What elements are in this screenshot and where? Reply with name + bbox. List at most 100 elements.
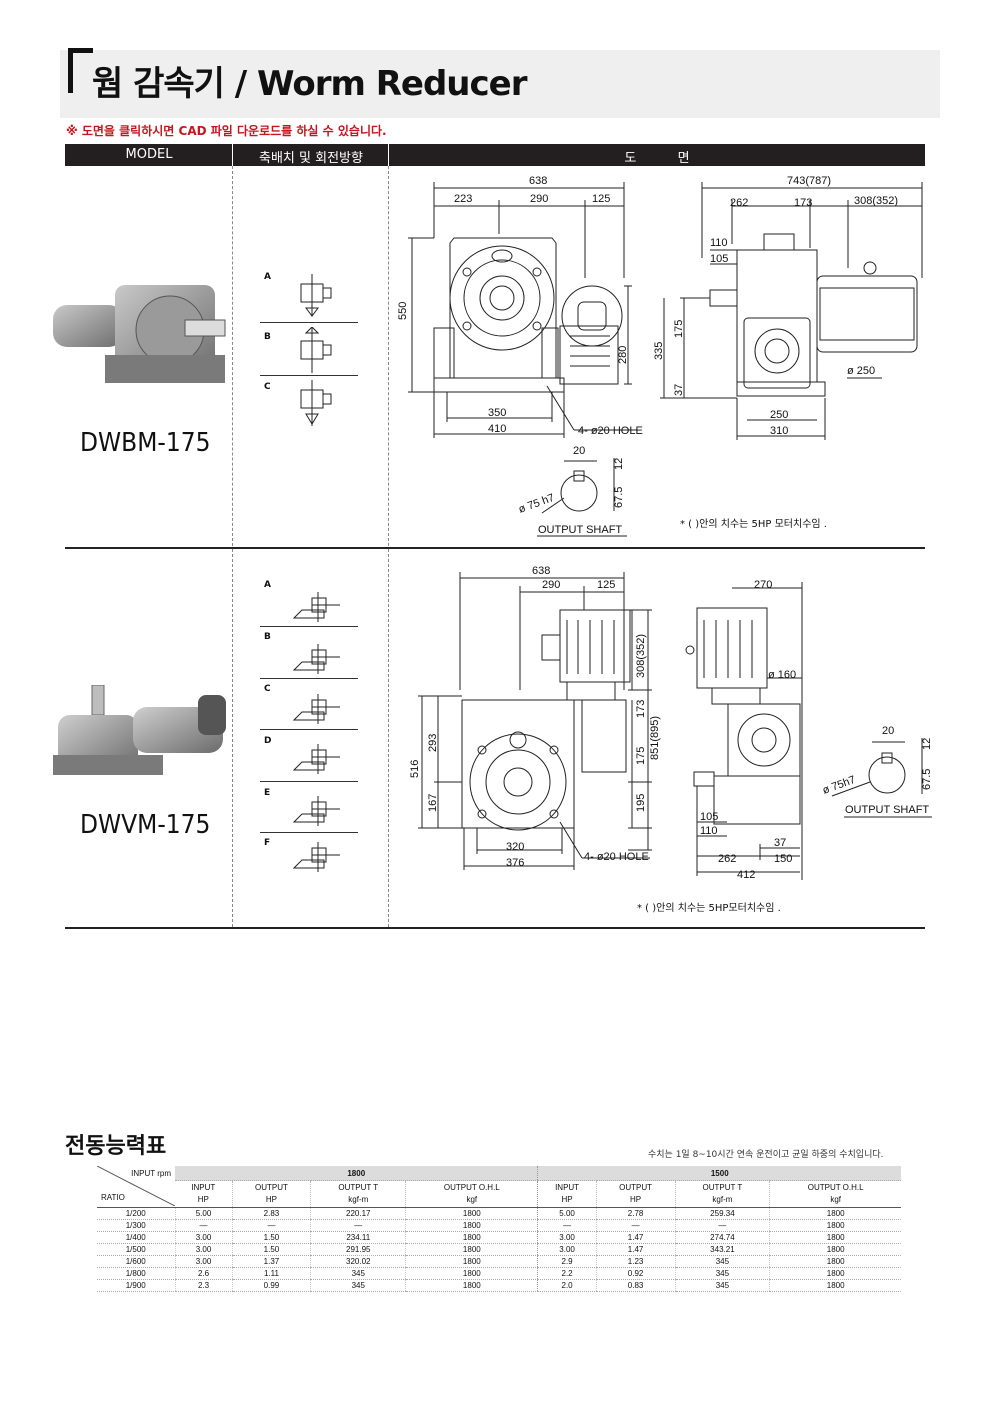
header-corner-mark bbox=[68, 48, 93, 93]
dim-text: 262 bbox=[730, 197, 748, 209]
value-cell: 0.83 bbox=[595, 1279, 676, 1292]
cad-download-notice[interactable]: ※ 도면을 클릭하시면 CAD 파일 다운로드를 하실 수 있습니다. bbox=[66, 124, 387, 138]
corner-cell: INPUT rpm RATIO bbox=[97, 1166, 175, 1208]
dwbm-175-photo[interactable] bbox=[45, 265, 230, 400]
dimension-note: * ( )안의 치수는 5HP모터치수임 . bbox=[637, 903, 781, 914]
rpm-header: 1800 bbox=[175, 1166, 538, 1181]
dwvm-175-drawing[interactable]: 638 290 125 308(352) 173 851(895) 175 19… bbox=[392, 560, 937, 885]
position-label: E bbox=[264, 788, 271, 798]
col-model: MODEL bbox=[125, 147, 173, 162]
value-cell: 220.17 bbox=[310, 1207, 406, 1220]
ratio-cell: 1/900 bbox=[97, 1279, 175, 1292]
value-cell: 0.99 bbox=[231, 1279, 311, 1292]
value-cell: 1800 bbox=[769, 1231, 901, 1244]
value-cell: 291.95 bbox=[310, 1243, 406, 1256]
dim-text: 4- ø20 HOLE bbox=[584, 851, 649, 863]
dim-text: OUTPUT SHAFT bbox=[538, 524, 622, 536]
col-drawing: 도 면 bbox=[624, 151, 690, 166]
dim-text: 20 bbox=[573, 445, 585, 457]
position-label: A bbox=[264, 272, 271, 282]
dim-text: 290 bbox=[542, 579, 560, 591]
page-title: 웜 감속기 / Worm Reducer bbox=[92, 64, 527, 104]
value-cell: 1800 bbox=[769, 1207, 901, 1220]
dim-text: 290 bbox=[530, 193, 548, 205]
value-cell: 3.00 bbox=[174, 1255, 233, 1268]
dim-text: 37 bbox=[673, 384, 685, 396]
dim-text: 105 bbox=[700, 811, 718, 823]
corner-bottom-label: RATIO bbox=[101, 1193, 125, 1202]
value-cell: 345 bbox=[310, 1279, 406, 1292]
value-cell: 343.21 bbox=[674, 1243, 770, 1256]
value-cell: 1800 bbox=[405, 1255, 538, 1268]
performance-title: 전동능력표 bbox=[65, 1134, 167, 1159]
value-cell: 1.50 bbox=[231, 1231, 311, 1244]
value-cell: 1800 bbox=[769, 1267, 901, 1280]
mount-c-icon bbox=[292, 694, 340, 724]
mount-c-icon bbox=[300, 380, 332, 426]
dim-text: 67.5 bbox=[613, 487, 625, 508]
dwvm-175-photo[interactable] bbox=[48, 685, 233, 780]
value-cell: — bbox=[174, 1219, 233, 1232]
value-cell: 259.34 bbox=[674, 1207, 770, 1220]
dwbm-175-drawing[interactable]: 638 223 290 125 550 280 350 410 4- ø20 H… bbox=[392, 168, 927, 543]
dim-text: ø 75 h7 bbox=[517, 492, 556, 516]
dim-text: 167 bbox=[427, 794, 439, 812]
dim-text: 125 bbox=[592, 193, 610, 205]
dim-text: 743(787) bbox=[787, 175, 831, 187]
value-cell: 1800 bbox=[405, 1279, 538, 1292]
dim-text: 37 bbox=[774, 837, 786, 849]
performance-note: 수치는 1일 8~10시간 연속 운전이고 균일 하중의 수치입니다. bbox=[648, 1150, 884, 1160]
model-name[interactable]: DWVM-175 bbox=[80, 810, 211, 840]
value-cell: 1800 bbox=[405, 1243, 538, 1256]
dim-text: 410 bbox=[488, 423, 506, 435]
value-cell: 0.92 bbox=[595, 1267, 676, 1280]
dim-text: 335 bbox=[653, 342, 665, 360]
value-cell: 1800 bbox=[769, 1255, 901, 1268]
dim-text: 851(895) bbox=[649, 716, 661, 760]
value-cell: — bbox=[310, 1219, 406, 1232]
value-cell: 1.47 bbox=[595, 1231, 676, 1244]
value-cell: 345 bbox=[310, 1267, 406, 1280]
value-cell: 2.9 bbox=[537, 1255, 597, 1268]
dim-text: 638 bbox=[529, 175, 547, 187]
value-cell: 2.2 bbox=[537, 1267, 597, 1280]
value-cell: 345 bbox=[674, 1279, 770, 1292]
ratio-cell: 1/600 bbox=[97, 1255, 175, 1268]
value-cell: 1.50 bbox=[231, 1243, 311, 1256]
dim-text: 125 bbox=[597, 579, 615, 591]
value-cell: 2.3 bbox=[174, 1279, 233, 1292]
page-header: 웜 감속기 / Worm Reducer bbox=[60, 48, 940, 118]
mount-b-icon bbox=[300, 327, 332, 373]
dim-text: 270 bbox=[754, 579, 772, 591]
value-cell: 5.00 bbox=[174, 1207, 233, 1220]
dim-text: 175 bbox=[635, 747, 647, 765]
position-label: C bbox=[264, 684, 271, 694]
dim-text: 223 bbox=[454, 193, 472, 205]
value-cell: 1.37 bbox=[231, 1255, 311, 1268]
value-cell: 1800 bbox=[769, 1279, 901, 1292]
value-cell: 1800 bbox=[769, 1243, 901, 1256]
dim-text: 250 bbox=[770, 409, 788, 421]
ratio-cell: 1/400 bbox=[97, 1231, 175, 1244]
value-cell: 1800 bbox=[405, 1231, 538, 1244]
dim-text: 110 bbox=[700, 825, 718, 837]
value-cell: 234.11 bbox=[310, 1231, 406, 1244]
position-label: D bbox=[264, 736, 272, 746]
model-name[interactable]: DWBM-175 bbox=[80, 428, 211, 458]
dim-text: 320 bbox=[506, 841, 524, 853]
value-cell: 1800 bbox=[405, 1267, 538, 1280]
ratio-cell: 1/800 bbox=[97, 1267, 175, 1280]
mount-f-icon bbox=[292, 842, 340, 872]
table-row: 1/300———1800———1800 bbox=[97, 1219, 901, 1232]
mount-b-icon bbox=[292, 644, 340, 674]
dim-text: 12 bbox=[613, 458, 625, 470]
mount-d-icon bbox=[292, 744, 340, 774]
